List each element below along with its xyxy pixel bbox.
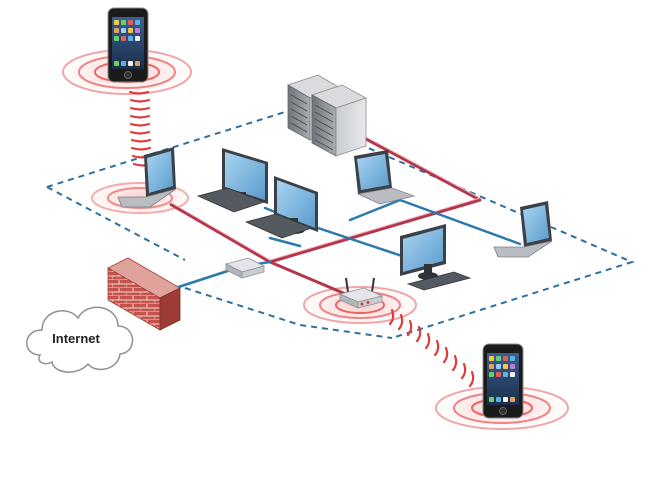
firewall-icon [107, 257, 181, 331]
wired-links-red-highlight [169, 122, 481, 261]
desktop-computer-icon [400, 224, 472, 291]
laptop-icon [493, 201, 553, 258]
internet-label: Internet [52, 331, 100, 346]
desktop-computer-icon [196, 148, 268, 213]
laptop-icon [117, 147, 177, 208]
server-rack-icon [310, 84, 368, 157]
internet-cloud-icon: Internet [26, 306, 134, 373]
network-switch-icon [224, 257, 266, 279]
smartphone-icon [107, 7, 149, 83]
wireless-router-icon [338, 277, 384, 309]
desktop-computer-icon [244, 176, 318, 239]
wired-links-red [169, 123, 482, 300]
laptop-icon [354, 150, 416, 205]
smartphone-icon [482, 343, 524, 419]
wireless-signal-bottom [388, 308, 475, 388]
